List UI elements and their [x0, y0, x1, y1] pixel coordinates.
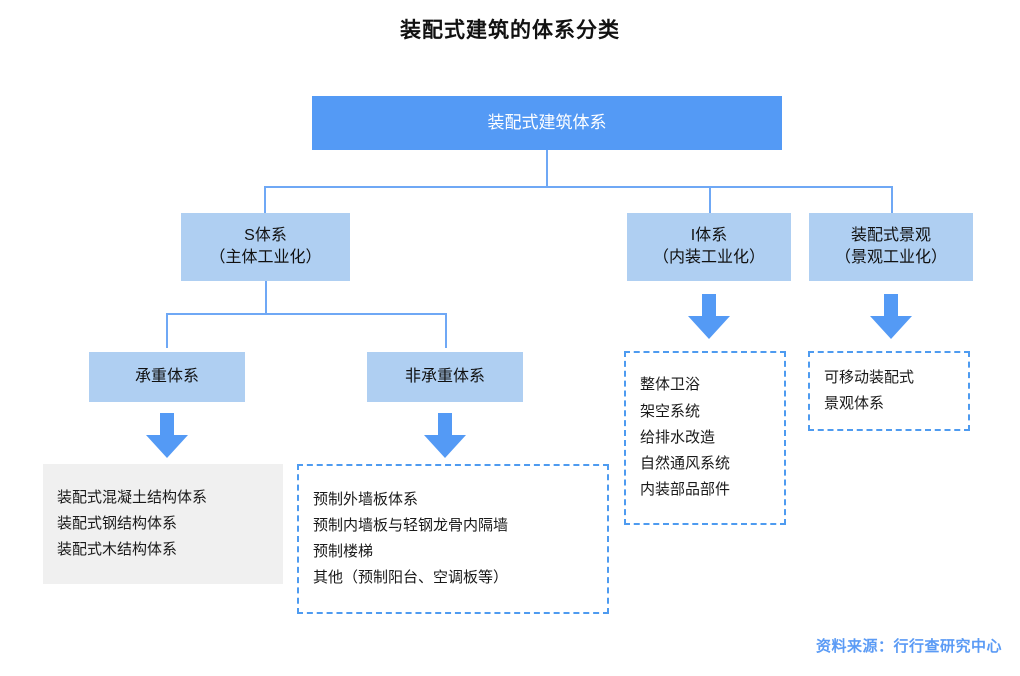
list-item: 内装部品部件: [640, 481, 731, 499]
arrow-down-icon-non-load-bearing: [424, 413, 466, 458]
connector-s-drop: [265, 281, 267, 314]
arrow-down-icon-landscape-system: [870, 294, 912, 339]
panel-load-bearing-items: 装配式混凝土结构体系 装配式钢结构体系 装配式木结构体系: [43, 464, 283, 584]
node-i-system[interactable]: I体系 （内装工业化）: [627, 213, 791, 281]
connector-level2-bar: [264, 186, 893, 188]
list-item: 景观体系: [824, 395, 885, 412]
arrow-down-icon-load-bearing: [146, 413, 188, 458]
list-item: 架空系统: [640, 402, 701, 420]
node-root-label: 装配式建筑体系: [487, 112, 607, 132]
node-s-system[interactable]: S体系 （主体工业化）: [181, 213, 350, 281]
node-i-system-line1: I体系: [690, 227, 728, 245]
list-item: 可移动装配式: [824, 368, 915, 386]
connector-level3-bar: [166, 313, 447, 315]
list-item: 装配式木结构体系: [57, 541, 178, 559]
list-item: 自然通风系统: [640, 455, 731, 473]
list-item: 给排水改造: [640, 428, 716, 446]
node-s-system-line1: S体系: [244, 227, 287, 245]
node-landscape-system-line1: 装配式景观: [850, 227, 931, 245]
list-item: 预制楼梯: [313, 543, 374, 560]
node-s-system-line2: （主体工业化）: [209, 249, 322, 266]
node-load-bearing-label: 承重体系: [134, 368, 199, 386]
panel-landscape-system-items: 可移动装配式 景观体系: [808, 351, 970, 431]
node-root-system[interactable]: 装配式建筑体系: [312, 96, 782, 150]
connector-to-s-system: [264, 186, 266, 213]
page-title: 装配式建筑的体系分类: [400, 19, 620, 42]
list-item: 整体卫浴: [640, 376, 701, 394]
connector-to-non-load-bearing: [445, 313, 447, 348]
node-non-load-bearing-label: 非承重体系: [404, 368, 485, 386]
list-item: 预制内墙板与轻钢龙骨内隔墙: [313, 516, 509, 534]
node-non-load-bearing[interactable]: 非承重体系: [367, 352, 523, 402]
list-item: 其他（预制阳台、空调板等）: [313, 569, 509, 587]
node-i-system-line2: （内装工业化）: [652, 249, 765, 266]
list-item: 预制外墙板体系: [313, 490, 419, 508]
panel-i-system-items: 整体卫浴 架空系统 给排水改造 自然通风系统 内装部品部件: [624, 351, 786, 525]
list-item: 装配式混凝土结构体系: [57, 488, 208, 506]
list-item: 装配式钢结构体系: [57, 514, 178, 532]
node-load-bearing[interactable]: 承重体系: [89, 352, 245, 402]
connector-to-i-system: [709, 186, 711, 213]
node-landscape-system-line2: （景观工业化）: [834, 249, 947, 266]
panel-non-load-bearing-items: 预制外墙板体系 预制内墙板与轻钢龙骨内隔墙 预制楼梯 其他（预制阳台、空调板等）: [297, 464, 609, 614]
connector-root-drop: [546, 150, 548, 187]
connector-to-landscape-system: [891, 186, 893, 213]
arrow-down-icon-i-system: [688, 294, 730, 339]
connector-to-load-bearing: [166, 313, 168, 348]
node-landscape-system[interactable]: 装配式景观 （景观工业化）: [809, 213, 973, 281]
source-credit: 资料来源：行行查研究中心: [815, 638, 1002, 655]
